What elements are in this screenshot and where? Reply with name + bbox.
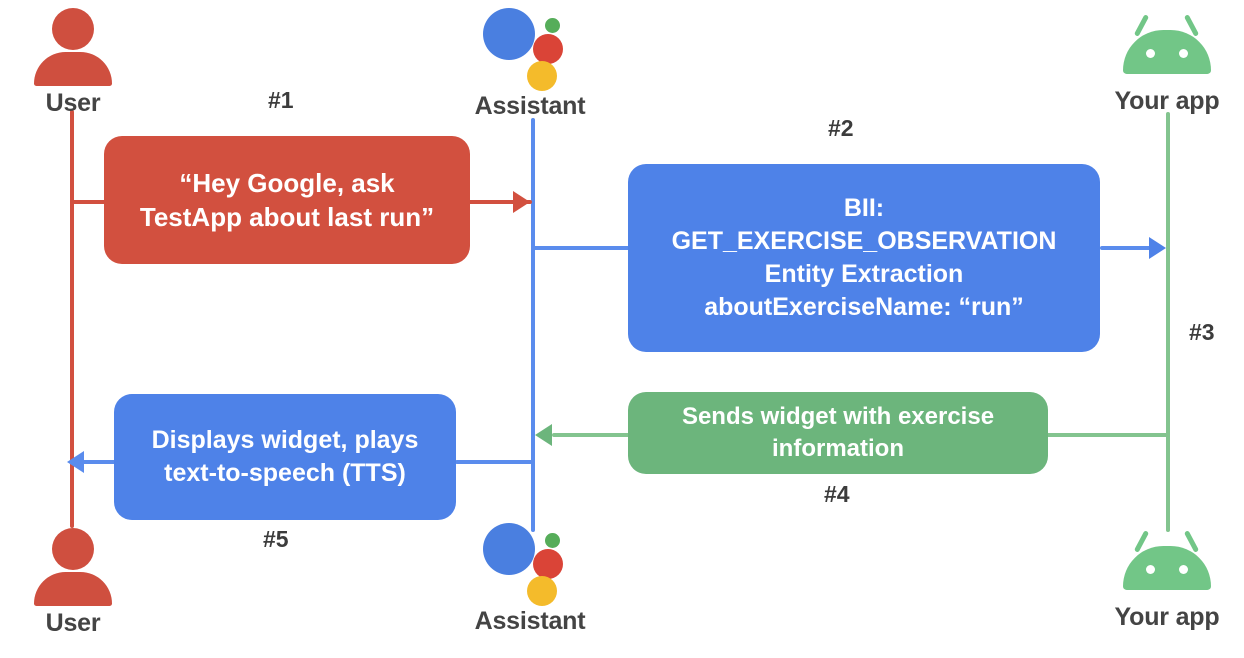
connector-line-step3-right — [1100, 246, 1152, 250]
actor-assistant-bottom: Assistant — [455, 519, 605, 634]
actor-assistant-top: Assistant — [455, 4, 605, 119]
actor-label-your-app-top: Your app — [1114, 87, 1220, 115]
actor-label-user-bottom: User — [45, 609, 101, 637]
arrow-step5-to-user — [67, 451, 84, 473]
message-box-step4[interactable]: Sends widget with exercise information — [628, 392, 1048, 474]
step-label-5: #5 — [263, 526, 289, 552]
lifeline-assistant — [531, 118, 535, 532]
actor-your-app-bottom: Your app — [1092, 528, 1242, 630]
assistant-green-dot — [545, 18, 560, 33]
user-icon — [30, 8, 116, 86]
android-eye-left — [1146, 49, 1155, 58]
assistant-blue-dot — [483, 523, 535, 575]
connector-line-step2-left — [531, 246, 631, 250]
message-box-step5[interactable]: Displays widget, plays text-to-speech (T… — [114, 394, 456, 520]
actor-label-assistant-top: Assistant — [474, 92, 586, 120]
android-eye-right — [1179, 565, 1188, 574]
android-head-shape — [1123, 30, 1211, 74]
lifeline-your-app — [1166, 112, 1170, 532]
actor-user-top: User — [0, 8, 148, 116]
user-icon — [30, 528, 116, 606]
assistant-green-dot — [545, 533, 560, 548]
android-head-shape — [1123, 546, 1211, 590]
android-icon — [1117, 12, 1217, 84]
user-body-shape — [34, 52, 112, 86]
google-assistant-icon — [475, 4, 585, 91]
lifeline-user — [70, 110, 74, 528]
assistant-yellow-dot — [527, 61, 557, 91]
android-eye-left — [1146, 565, 1155, 574]
arrow-step3-to-your-app — [1149, 237, 1166, 259]
connector-line-step5-left — [72, 460, 124, 464]
assistant-red-dot — [533, 549, 563, 579]
assistant-yellow-dot — [527, 576, 557, 606]
arrow-step4-to-assistant — [535, 424, 552, 446]
message-text-step2: BII: GET_EXERCISE_OBSERVATION Entity Ext… — [671, 194, 1057, 321]
assistant-blue-dot — [483, 8, 535, 60]
step-label-2: #2 — [828, 115, 854, 141]
message-text-step4: Sends widget with exercise information — [681, 403, 995, 462]
connector-line-step4-right — [1046, 433, 1168, 437]
actor-label-user-top: User — [45, 89, 101, 117]
android-icon — [1117, 528, 1217, 600]
arrow-step1-to-assistant — [513, 191, 530, 213]
assistant-red-dot — [533, 34, 563, 64]
message-text-step5: Displays widget, plays text-to-speech (T… — [151, 426, 419, 487]
google-assistant-icon — [475, 519, 585, 606]
connector-line-step4-left — [552, 433, 632, 437]
user-head-shape — [52, 8, 94, 50]
message-box-step1[interactable]: “Hey Google, ask TestApp about last run” — [104, 136, 470, 264]
step-label-1: #1 — [268, 87, 294, 113]
actor-user-bottom: User — [0, 528, 148, 636]
android-eye-right — [1179, 49, 1188, 58]
connector-line-step5-right — [455, 460, 533, 464]
message-text-step1: “Hey Google, ask TestApp about last run” — [139, 167, 435, 232]
actor-label-your-app-bottom: Your app — [1114, 603, 1220, 631]
connector-line-step1-right — [460, 200, 532, 204]
actor-label-assistant-bottom: Assistant — [474, 607, 586, 635]
user-head-shape — [52, 528, 94, 570]
user-body-shape — [34, 572, 112, 606]
step-label-4: #4 — [824, 481, 850, 507]
actor-your-app-top: Your app — [1092, 12, 1242, 114]
message-box-step2[interactable]: BII: GET_EXERCISE_OBSERVATION Entity Ext… — [628, 164, 1100, 352]
step-label-3: #3 — [1189, 319, 1215, 345]
